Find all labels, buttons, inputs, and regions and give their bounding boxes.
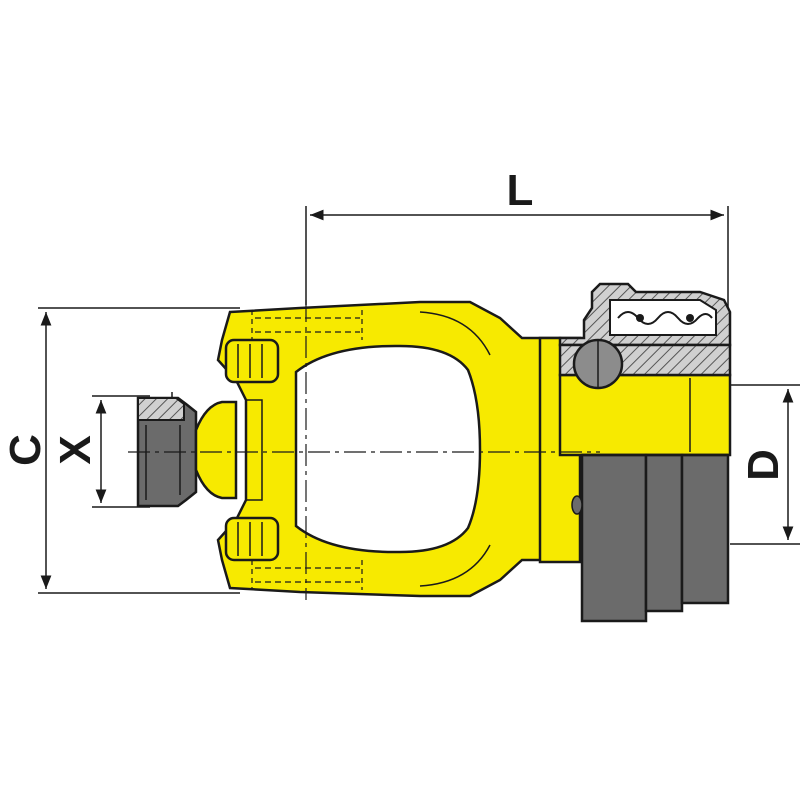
bearing-cup-bottom xyxy=(224,516,280,562)
dimension-label-d: D xyxy=(739,449,788,481)
dimension-label-l: L xyxy=(507,166,534,215)
dimension-label-c: C xyxy=(1,434,50,466)
grease-hole xyxy=(571,495,583,515)
dimension-c: C xyxy=(1,307,240,594)
cross-journal-cap xyxy=(136,392,198,508)
dimension-l: L xyxy=(305,166,729,345)
dimension-d: D xyxy=(730,384,800,545)
cross-neck xyxy=(194,400,238,500)
dimension-label-x: X xyxy=(51,435,100,464)
splined-bore-sleeve xyxy=(580,453,730,623)
bearing-cup-top xyxy=(224,338,280,384)
